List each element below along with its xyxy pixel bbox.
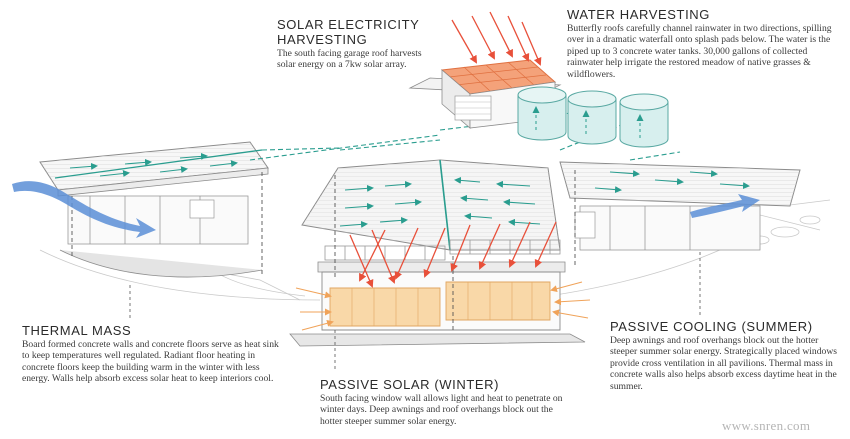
- solar-electricity-label: SOLAR ELECTRICITY HARVESTING The south f…: [277, 17, 427, 71]
- passive-solar-description: South facing window wall allows light an…: [320, 393, 563, 427]
- wind-arrow-left: [12, 181, 156, 238]
- solar-electricity-title-line2: HARVESTING: [277, 32, 368, 47]
- water-tank: [517, 86, 567, 141]
- passive-solar-title: PASSIVE SOLAR (WINTER): [320, 377, 500, 392]
- thermal-mass-description: Board formed concrete walls and concrete…: [22, 339, 279, 385]
- left-pavilion: [39, 141, 269, 278]
- central-roof-water-arrows: [339, 139, 541, 228]
- thermal-mass-title: THERMAL MASS: [22, 323, 132, 338]
- right-roof-water-arrows: [594, 170, 750, 194]
- water-tanks: [517, 86, 669, 148]
- water-tank: [619, 93, 669, 148]
- sun-arrows-winter: [349, 221, 557, 288]
- passive-cooling-title: PASSIVE COOLING (SUMMER): [610, 319, 813, 334]
- passive-solar-label: PASSIVE SOLAR (WINTER) South facing wind…: [320, 377, 575, 427]
- passive-cooling-label: PASSIVE COOLING (SUMMER) Deep awnings an…: [610, 319, 842, 392]
- left-roof-water-arrows: [54, 149, 263, 179]
- sun-arrows-garage: [451, 11, 542, 66]
- solar-electricity-description: The south facing garage roof harvests so…: [277, 48, 422, 71]
- central-pavilion: [289, 159, 586, 347]
- solar-electricity-title-line1: SOLAR ELECTRICITY: [277, 17, 420, 32]
- passive-cooling-description: Deep awnings and roof overhangs block ou…: [610, 335, 837, 392]
- water-harvesting-title: WATER HARVESTING: [567, 7, 710, 22]
- water-harvesting-label: WATER HARVESTING Butterfly roofs careful…: [567, 7, 842, 80]
- wind-arrow-right: [690, 194, 760, 218]
- thermal-mass-label: THERMAL MASS Board formed concrete walls…: [22, 323, 284, 385]
- water-tank: [567, 90, 617, 145]
- heat-radiation-arrows: [295, 281, 591, 331]
- right-pavilion: [559, 161, 801, 268]
- watermark: www.snren.com: [722, 418, 811, 433]
- callout-lines: [129, 252, 701, 372]
- water-harvesting-description: Butterfly roofs carefully channel rainwa…: [567, 23, 832, 80]
